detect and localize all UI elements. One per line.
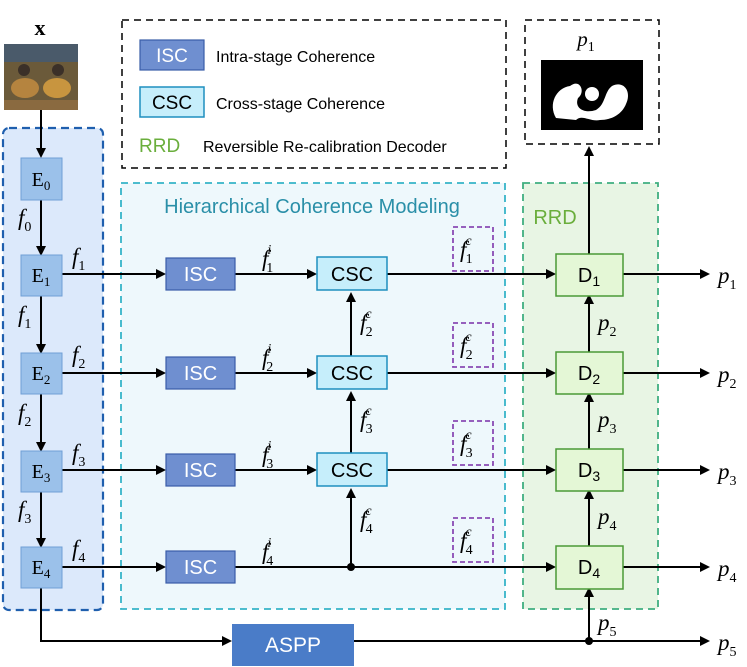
stage-output-label: f1 bbox=[72, 244, 85, 274]
aspp-block: ASPP bbox=[232, 624, 354, 666]
svg-text:ISC: ISC bbox=[184, 557, 217, 579]
svg-text:E3: E3 bbox=[32, 461, 51, 485]
hcm-panel bbox=[120, 182, 506, 610]
decoder-link-label: p2 bbox=[596, 310, 617, 340]
svg-text:fc3: fc3 bbox=[460, 428, 473, 461]
encoder-block: E1 bbox=[20, 254, 63, 297]
decoder-link-label: p5 bbox=[596, 610, 617, 640]
svg-text:fc2: fc2 bbox=[460, 330, 473, 363]
stage-output-label: f3 bbox=[72, 440, 85, 470]
svg-text:ASPP: ASPP bbox=[265, 634, 321, 657]
encoder-block: E3 bbox=[20, 450, 63, 493]
legend-isc-text: Intra-stage Coherence bbox=[216, 49, 375, 66]
output-label: p3 bbox=[716, 459, 737, 489]
rrd-title: RRD bbox=[533, 207, 576, 229]
decoder-link-label: p4 bbox=[596, 504, 617, 534]
connectors bbox=[36, 110, 710, 646]
output-label: p5 bbox=[716, 630, 737, 660]
input-label: x bbox=[35, 15, 46, 40]
svg-text:CSC: CSC bbox=[331, 264, 373, 286]
decoder-link-label: p3 bbox=[596, 407, 617, 437]
svg-text:ISC: ISC bbox=[184, 460, 217, 482]
junction-dot bbox=[347, 563, 355, 571]
csc-block: CSC bbox=[316, 256, 388, 291]
svg-text:E0: E0 bbox=[32, 169, 51, 193]
encoder-feature-label: f1 bbox=[18, 302, 31, 332]
legend-box bbox=[121, 19, 507, 169]
isc-block: ISC bbox=[165, 550, 236, 584]
svg-text:E2: E2 bbox=[32, 363, 51, 387]
svg-text:ISC: ISC bbox=[184, 363, 217, 385]
encoder-block: E0 bbox=[20, 157, 63, 201]
encoder-feature-label: f3 bbox=[18, 497, 31, 527]
rrd-panel bbox=[522, 182, 659, 610]
isc-block: ISC bbox=[165, 356, 236, 390]
legend-csc-text: Cross-stage Coherence bbox=[216, 96, 385, 113]
svg-text:fc4: fc4 bbox=[460, 525, 473, 558]
legend-rrd-text: Reversible Re-calibration Decoder bbox=[203, 139, 447, 156]
encoder-feature-label: f0 bbox=[18, 205, 31, 235]
legend-isc-tag: ISC bbox=[156, 46, 188, 67]
p1-preview-label: p1 bbox=[575, 27, 595, 55]
svg-text:D3: D3 bbox=[578, 460, 600, 484]
svg-text:E4: E4 bbox=[32, 557, 51, 581]
stage-output-label: f2 bbox=[72, 342, 85, 372]
input-image bbox=[4, 44, 78, 110]
decoder-block: D1 bbox=[555, 253, 624, 297]
encoder-feature-label: f2 bbox=[18, 400, 31, 430]
hcm-title: Hierarchical Coherence Modeling bbox=[164, 196, 460, 218]
decoder-block: D3 bbox=[555, 448, 624, 492]
stage-output-label: f4 bbox=[72, 536, 85, 566]
legend-csc-tag: CSC bbox=[152, 93, 192, 114]
svg-text:fc1: fc1 bbox=[460, 234, 473, 267]
p1-mask-image bbox=[541, 60, 643, 130]
junction-dot bbox=[585, 637, 593, 645]
legend-csc-swatch bbox=[139, 86, 205, 118]
encoder-block: E4 bbox=[20, 546, 63, 589]
svg-text:D2: D2 bbox=[578, 363, 600, 387]
output-label: p2 bbox=[716, 362, 737, 392]
legend-rrd-tag: RRD bbox=[139, 136, 180, 157]
csc-block: CSC bbox=[316, 355, 388, 390]
svg-text:D4: D4 bbox=[578, 557, 600, 581]
decoder-block: D4 bbox=[555, 545, 624, 590]
p1-preview-box bbox=[524, 19, 660, 145]
legend-isc-swatch bbox=[139, 39, 205, 71]
svg-text:D1: D1 bbox=[578, 265, 600, 289]
svg-text:ISC: ISC bbox=[184, 264, 217, 286]
decoder-block: D2 bbox=[555, 351, 624, 395]
svg-text:CSC: CSC bbox=[331, 460, 373, 482]
isc-block: ISC bbox=[165, 257, 236, 291]
isc-block: ISC bbox=[165, 453, 236, 487]
encoder-block: E2 bbox=[20, 352, 63, 395]
output-label: p4 bbox=[716, 556, 737, 586]
output-label: p1 bbox=[716, 263, 737, 293]
svg-text:CSC: CSC bbox=[331, 363, 373, 385]
svg-text:E1: E1 bbox=[32, 265, 51, 289]
csc-block: CSC bbox=[316, 452, 388, 487]
